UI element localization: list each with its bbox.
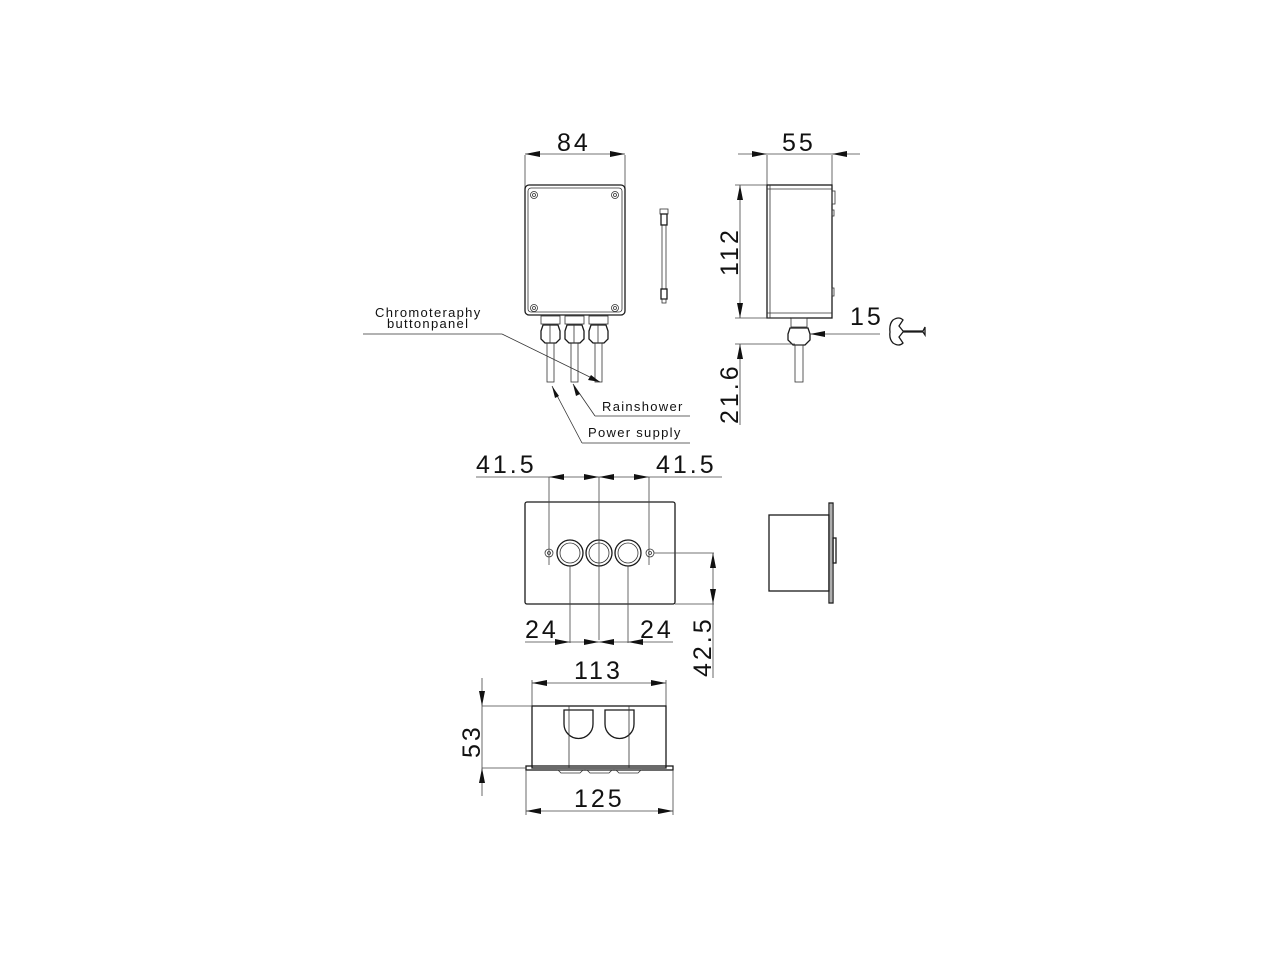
- label-chromoteraphy: Chromoteraphy: [375, 305, 482, 320]
- junction-box-front-view: 84: [363, 129, 690, 444]
- cable-glands: [540, 315, 609, 383]
- dim-inner-width-113: 113: [574, 657, 623, 685]
- dim-wrench-15: 15: [850, 303, 884, 331]
- dim-vertical-42-5: 42.5: [689, 616, 717, 677]
- dim-right-spacing-24: 24: [640, 616, 674, 644]
- dim-outer-width-125: 125: [574, 785, 625, 813]
- label-buttonpanel: buttonpanel: [387, 316, 469, 331]
- dim-height-112: 112: [716, 227, 744, 276]
- screw-icon: [530, 191, 619, 312]
- button-panel-bottom-view: 113 53 125: [458, 657, 674, 815]
- label-rainshower: Rainshower: [602, 399, 684, 414]
- button-panel-front-view: 41.5 41.5 24 24 42.5: [476, 451, 722, 678]
- dim-left-offset-41-5: 41.5: [476, 451, 537, 479]
- label-power-supply: Power supply: [588, 425, 682, 440]
- dim-left-spacing-24: 24: [525, 616, 559, 644]
- button-panel-side-view: [768, 502, 837, 604]
- rod-accessory: [659, 208, 669, 304]
- dim-gland-21-6: 21.6: [716, 363, 744, 424]
- wrench-icon: [889, 317, 926, 346]
- dim-right-offset-41-5: 41.5: [656, 451, 717, 479]
- dim-depth-55: 55: [782, 129, 816, 157]
- dim-depth-53: 53: [458, 724, 486, 758]
- junction-box-side-view: 55 112 21.6 15: [716, 129, 926, 425]
- dim-width-84: 84: [557, 129, 591, 157]
